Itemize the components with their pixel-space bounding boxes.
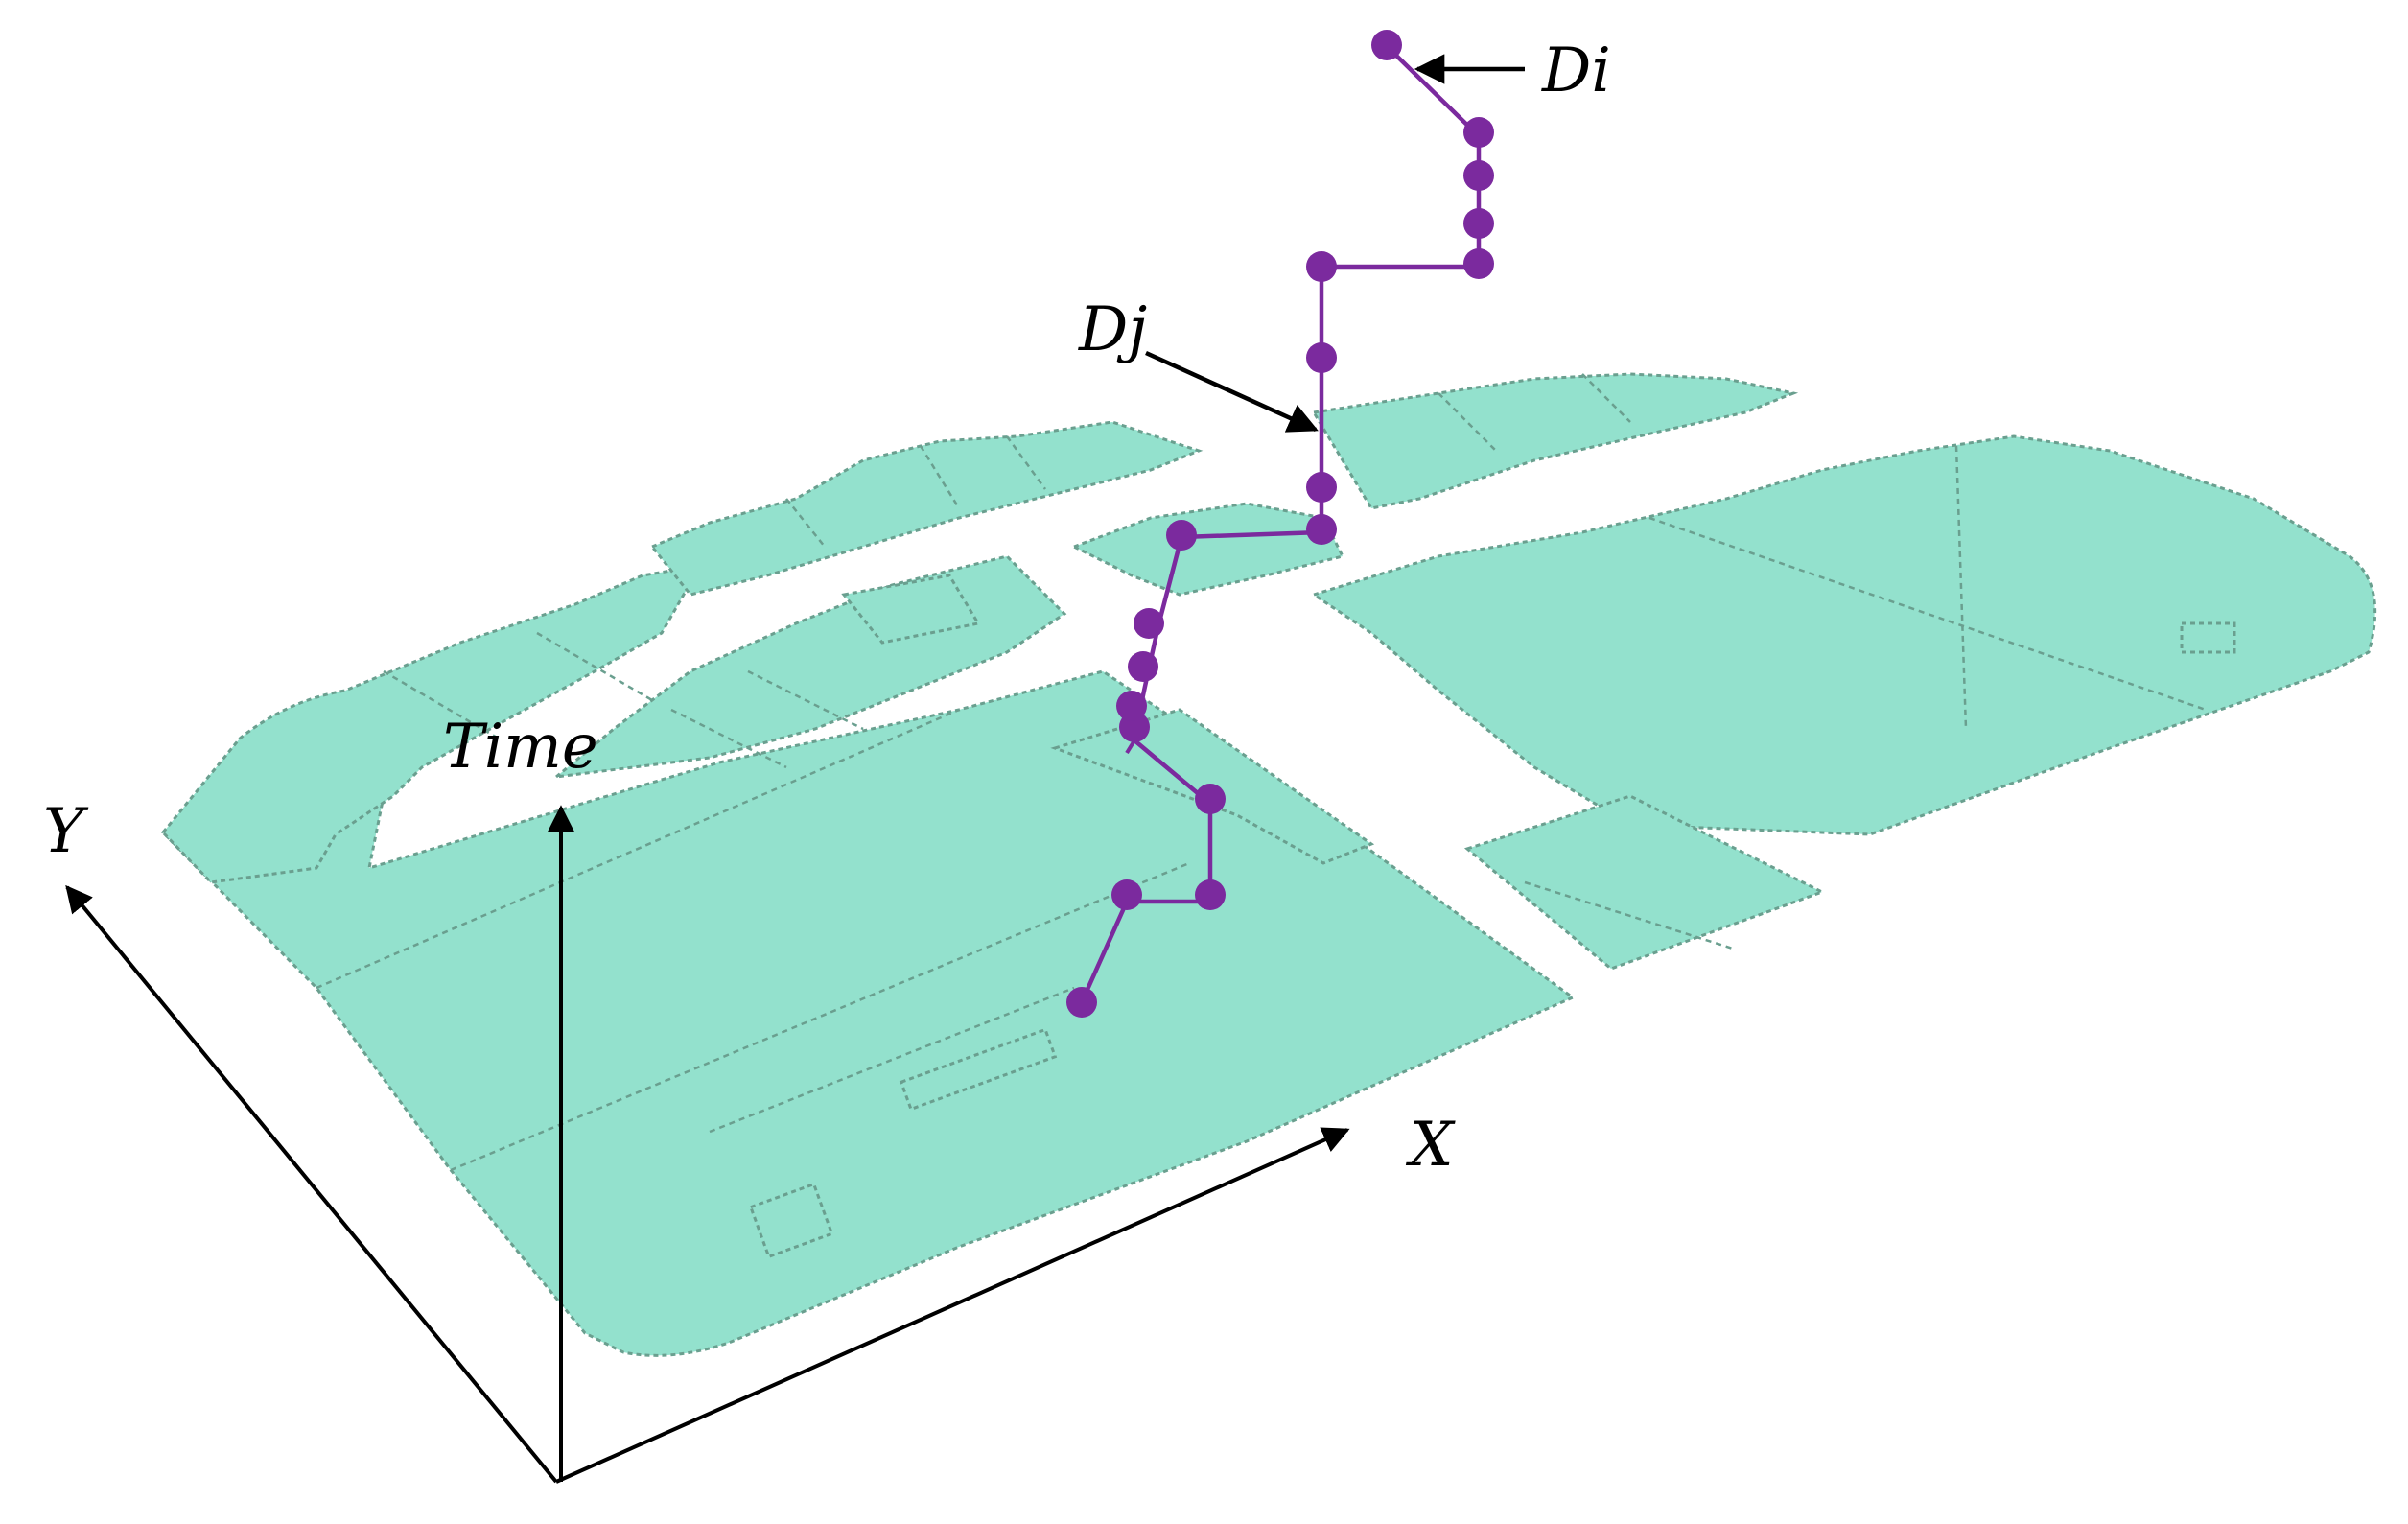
trajectory-node bbox=[1066, 987, 1097, 1018]
trajectory-node bbox=[1463, 208, 1494, 239]
ground-block-north-west bbox=[649, 420, 1204, 597]
ground-plane bbox=[160, 372, 2377, 1357]
trajectory-node bbox=[1195, 784, 1226, 814]
trajectory-node bbox=[1134, 608, 1164, 639]
dj-label: Dj bbox=[1078, 294, 1147, 365]
trajectory-node bbox=[1306, 342, 1337, 373]
trajectory-node bbox=[1463, 160, 1494, 191]
trajectory-node bbox=[1463, 117, 1494, 148]
ground-block-east bbox=[1310, 434, 2377, 836]
trajectory-node bbox=[1463, 248, 1494, 279]
trajectory-node bbox=[1306, 251, 1337, 282]
ground-marker-a bbox=[899, 1027, 1058, 1112]
ground-block-center bbox=[1070, 502, 1345, 597]
ground-block-north bbox=[1311, 372, 1799, 510]
time-label: Time bbox=[443, 712, 598, 783]
trajectory-node bbox=[1116, 691, 1147, 721]
x-axis-line bbox=[555, 1127, 1350, 1484]
trajectory-node bbox=[1371, 30, 1402, 60]
y-axis-line bbox=[65, 884, 558, 1484]
ground-subdivisions bbox=[316, 373, 2207, 1172]
di-label: Di bbox=[1541, 35, 1611, 106]
trajectory-vertical-drop bbox=[1125, 739, 1136, 755]
ground-block-east-lower bbox=[1463, 794, 1826, 971]
trajectory-node bbox=[1111, 879, 1142, 910]
trajectory-node bbox=[1306, 514, 1337, 545]
trajectory-node bbox=[1166, 520, 1197, 551]
trajectory-nodes bbox=[1066, 30, 1494, 1018]
ground-block-west bbox=[160, 564, 703, 884]
dj-arrow bbox=[1145, 350, 1319, 433]
trajectory-node bbox=[1195, 879, 1226, 910]
x-axis-label: X bbox=[1405, 1110, 1456, 1181]
trajectory-node bbox=[1306, 472, 1337, 503]
ground-marker-c bbox=[2180, 621, 2236, 654]
y-axis-label: Y bbox=[43, 796, 89, 867]
ground-block-south bbox=[160, 669, 1576, 1357]
trajectory-node bbox=[1128, 651, 1158, 682]
ground-block-small-b bbox=[841, 574, 981, 645]
